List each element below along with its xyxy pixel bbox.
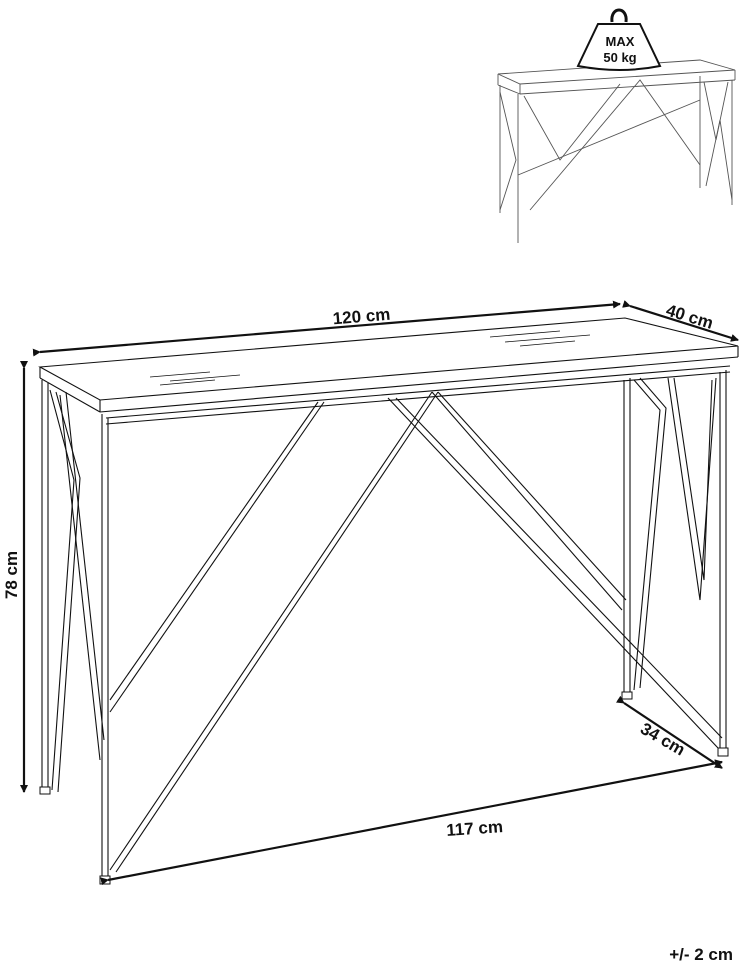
depth-bottom-label: 34 cm — [637, 719, 688, 760]
weight-value-label: 50 kg — [603, 50, 636, 65]
depth-top-label: 40 cm — [664, 301, 716, 333]
width-bottom-arrow — [100, 759, 723, 886]
width-bottom-label: 117 cm — [446, 817, 504, 840]
main-table-drawing — [38, 317, 739, 885]
weight-max-label: MAX — [606, 34, 635, 49]
weight-icon: MAX 50 kg — [576, 8, 662, 71]
depth-bottom-arrow — [615, 695, 723, 769]
dimension-arrows — [20, 300, 739, 886]
height-label: 78 cm — [2, 551, 21, 599]
width-top-label: 120 cm — [332, 305, 391, 329]
tolerance-label: +/- 2 cm — [669, 945, 733, 964]
width-top-arrow — [32, 300, 621, 357]
small-table-illustration — [497, 59, 736, 243]
table-top — [38, 317, 739, 401]
depth-top-arrow — [622, 300, 739, 342]
